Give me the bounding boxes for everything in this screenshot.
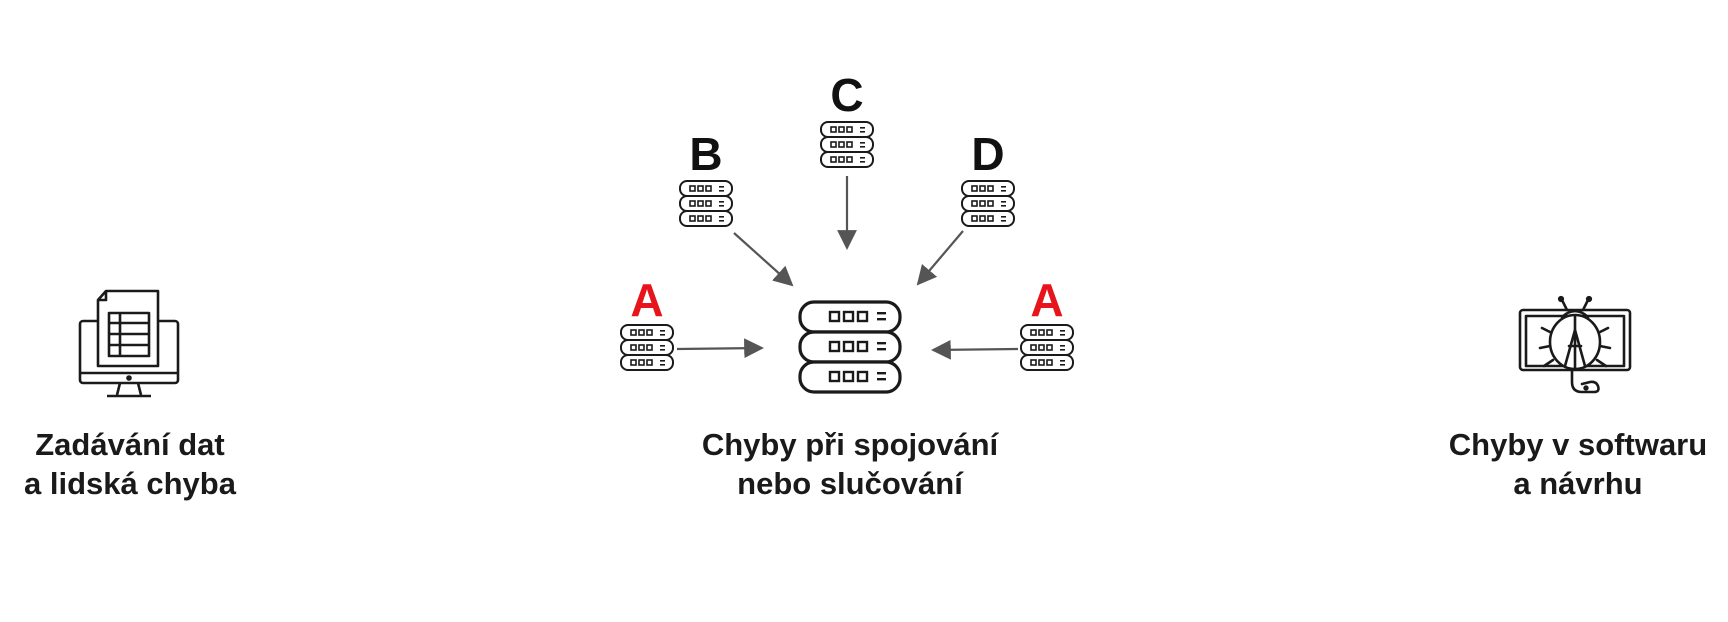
caption-software-line1: Chyby v softwaru — [1448, 427, 1708, 462]
source-label-c: C — [830, 69, 863, 121]
caption-software: Chyby v softwaru a návrhu — [1440, 425, 1716, 503]
source-label-b: B — [689, 128, 722, 180]
caption-merging-line2: nebo slučování — [737, 466, 963, 501]
source-label-d: D — [971, 128, 1004, 180]
source-label-a-right: A — [1030, 274, 1063, 326]
source-database-b: B — [679, 128, 733, 227]
arrow-d — [916, 230, 964, 286]
merging-diagram: A B C D A — [620, 69, 1074, 394]
source-database-a-left: A — [620, 274, 674, 371]
arrow-a-left — [676, 338, 764, 359]
source-label-a-left: A — [630, 274, 663, 326]
arrow-a-right — [931, 339, 1019, 360]
source-database-d: D — [961, 128, 1015, 227]
caption-data-entry-line1: Zadávání dat — [35, 427, 225, 462]
caption-merging-line1: Chyby při spojování — [701, 427, 999, 462]
spreadsheet-monitor-icon — [78, 289, 180, 398]
caption-data-entry: Zadávání dat a lidská chyba — [0, 425, 260, 503]
caption-merging: Chyby při spojování nebo slučování — [650, 425, 1050, 503]
arrow-b — [733, 232, 794, 287]
caption-software-line2: a návrhu — [1513, 466, 1643, 501]
central-database-icon — [798, 300, 902, 394]
source-database-c: C — [820, 69, 874, 168]
caption-data-entry-line2: a lidská chyba — [24, 466, 236, 501]
source-database-a-right: A — [1020, 274, 1074, 371]
bug-monitor-icon — [1518, 295, 1632, 394]
